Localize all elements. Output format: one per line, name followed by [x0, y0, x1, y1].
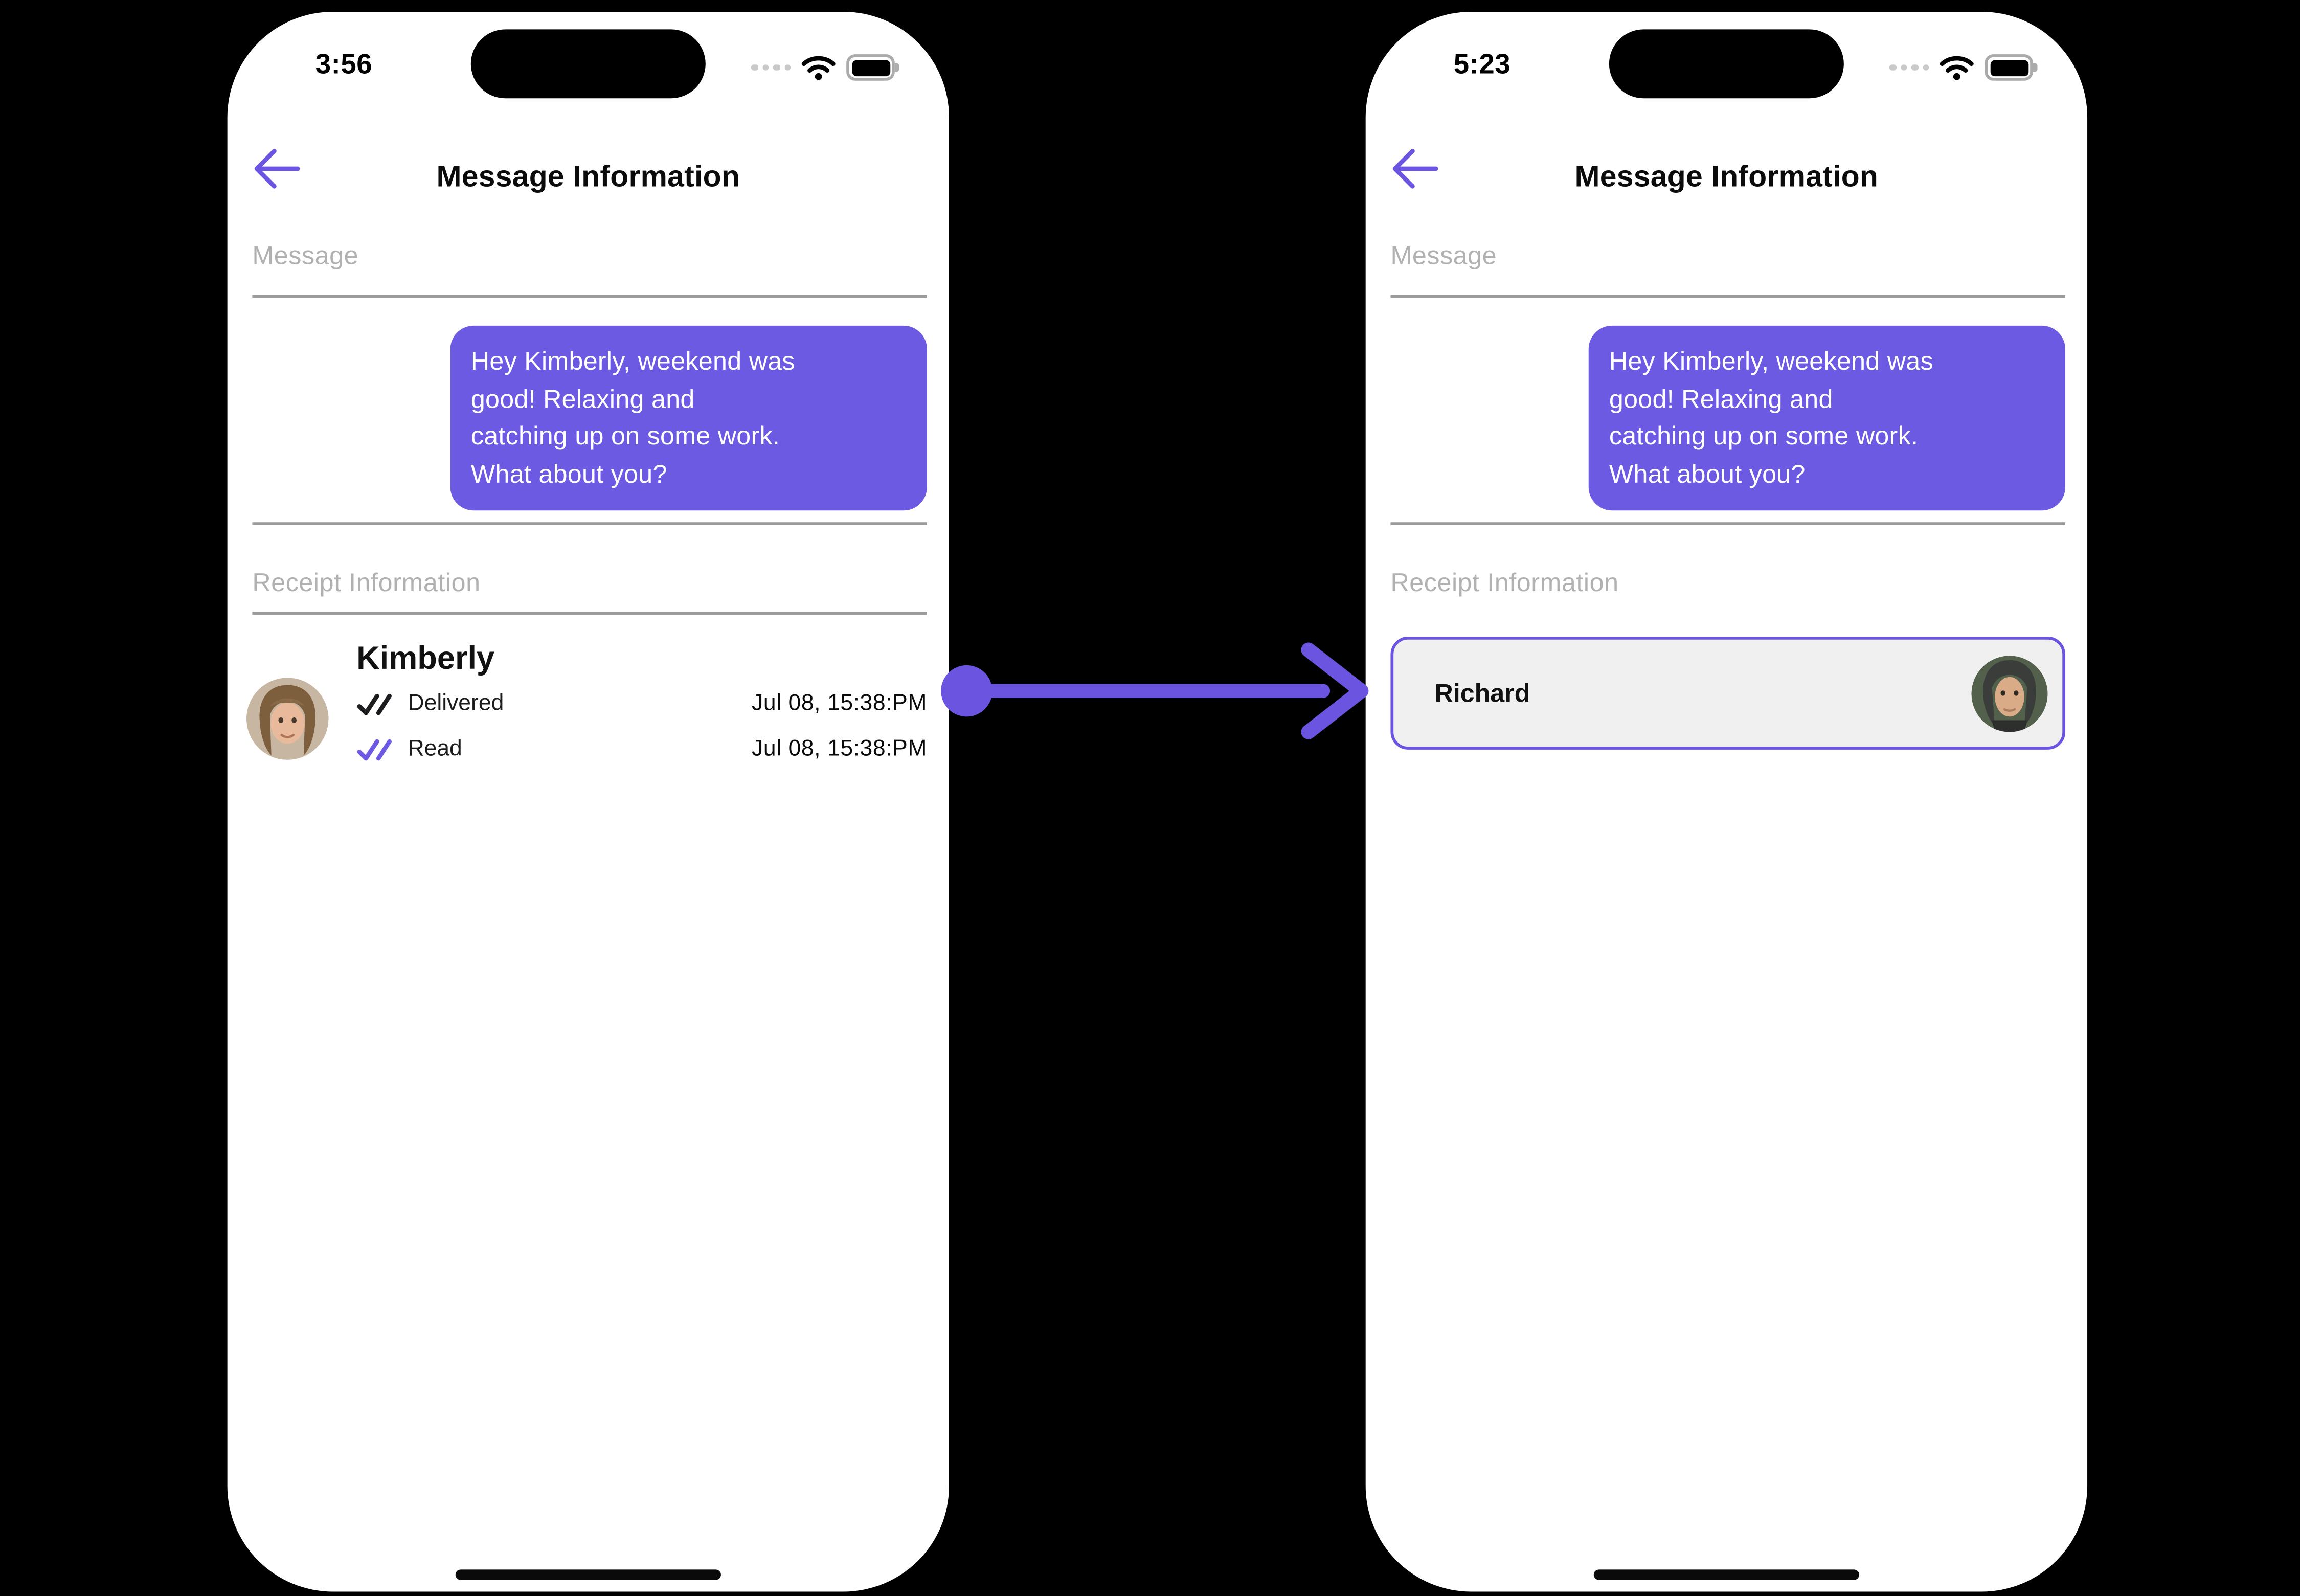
- phone-mockup-right: 5:23 Message Information Message Hey Kim…: [1365, 11, 2088, 1592]
- dynamic-island: [470, 29, 706, 99]
- reader-row-richard[interactable]: Richard: [1390, 636, 2066, 750]
- status-time: 5:23: [1453, 50, 1511, 81]
- status-bar: 3:56: [228, 12, 949, 103]
- double-check-icon: [357, 693, 392, 715]
- status-icons: [751, 53, 899, 82]
- kimberly-avatar: [246, 678, 329, 760]
- receipt-row-delivered: Delivered Jul 08, 15:38:PM: [356, 687, 927, 722]
- contact-name: Kimberly: [356, 639, 495, 677]
- message-bubble: Hey Kimberly, weekend was good! Relaxing…: [450, 325, 927, 511]
- message-section-label: Message: [252, 240, 359, 270]
- wifi-icon: [1940, 56, 1974, 80]
- home-indicator[interactable]: [455, 1569, 721, 1580]
- dynamic-island: [1609, 29, 1844, 99]
- status-icons: [1889, 53, 2038, 82]
- divider: [1390, 295, 2066, 298]
- reader-name: Richard: [1434, 678, 1530, 707]
- cellular-signal-icon: [751, 64, 791, 71]
- home-indicator[interactable]: [1593, 1569, 1859, 1580]
- phone-mockup-left: 3:56 Message Information Message Hey Kim…: [227, 11, 949, 1592]
- receipt-timestamp: Jul 08, 15:38:PM: [752, 736, 927, 761]
- status-time: 3:56: [315, 50, 373, 81]
- cellular-signal-icon: [1889, 64, 1929, 71]
- divider: [252, 522, 927, 525]
- back-arrow-icon[interactable]: [251, 144, 301, 194]
- arrow-right-icon: [941, 642, 1369, 739]
- receipt-status: Delivered: [408, 691, 504, 716]
- receipt-timestamp: Jul 08, 15:38:PM: [752, 691, 927, 716]
- divider: [1390, 522, 2066, 525]
- status-bar: 5:23: [1366, 12, 2087, 103]
- receipt-status: Read: [408, 736, 462, 761]
- message-section-label: Message: [1390, 240, 1497, 270]
- richard-avatar: [1971, 655, 2048, 732]
- battery-icon: [846, 54, 899, 81]
- divider: [252, 295, 927, 298]
- page-title: Message Information: [1574, 160, 1879, 194]
- receipt-section-label: Receipt Information: [1390, 568, 1619, 597]
- message-bubble: Hey Kimberly, weekend was good! Relaxing…: [1588, 325, 2066, 511]
- divider: [252, 612, 927, 615]
- wifi-icon: [801, 56, 836, 80]
- page-title: Message Information: [436, 160, 740, 194]
- back-arrow-icon[interactable]: [1389, 144, 1439, 194]
- receipt-section-label: Receipt Information: [252, 568, 481, 597]
- double-check-icon: [357, 738, 392, 760]
- receipt-row-read: Read Jul 08, 15:38:PM: [356, 732, 927, 767]
- battery-icon: [1985, 54, 2038, 81]
